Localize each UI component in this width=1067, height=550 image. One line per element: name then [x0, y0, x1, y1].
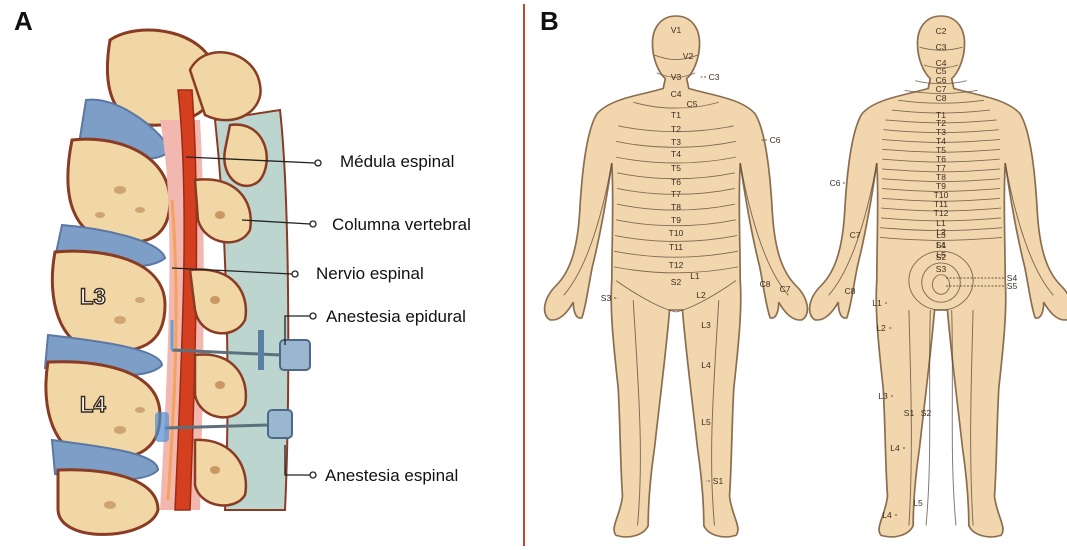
back-label-s1-35: S1	[904, 408, 915, 418]
front-label-t2-8: T2	[671, 124, 681, 134]
back-label-c6-29: C6	[830, 178, 841, 188]
vertebra-label-l4: L4	[80, 392, 106, 418]
body-front	[545, 16, 808, 537]
front-label-l2-20: L2	[696, 290, 706, 300]
back-label-l5-23: L5	[936, 250, 946, 260]
back-label-t9-15: T9	[936, 181, 946, 191]
front-label-s3-22: S3	[601, 293, 612, 303]
front-label-t3-9: T3	[671, 137, 681, 147]
back-label-t12-18: T12	[934, 208, 949, 218]
back-label-t4-10: T4	[936, 136, 946, 146]
vertebra-label-l3: L3	[80, 284, 106, 310]
back-label-l3-34: L3	[878, 391, 888, 401]
back-dermatome-labels: C2C3C4C5C6C7C8T1T2T3T4T5T6T7T8T9T10T11T1…	[830, 26, 1018, 520]
back-label-l4-37: L4	[890, 443, 900, 453]
panel-b-letter: B	[540, 6, 559, 37]
front-label-c6-6: C6	[770, 135, 781, 145]
front-label-l5-25: L5	[701, 417, 711, 427]
front-label-t8-14: T8	[671, 202, 681, 212]
front-label-c5-5: C5	[687, 99, 698, 109]
front-label-v2-1: V2	[683, 51, 694, 61]
back-label-c3-1: C3	[936, 42, 947, 52]
back-label-c5-3: C5	[936, 66, 947, 76]
back-label-s2-36: S2	[921, 408, 932, 418]
front-label-t1-7: T1	[671, 110, 681, 120]
front-label-l1-19: L1	[690, 271, 700, 281]
front-label-v1-0: V1	[671, 25, 682, 35]
back-label-l4-39: L4	[882, 510, 892, 520]
back-label-l5-38: L5	[913, 498, 923, 508]
label-medula-espinal: Médula espinal	[340, 152, 454, 172]
back-label-c6-4: C6	[936, 75, 947, 85]
front-label-s2-21: S2	[671, 277, 682, 287]
back-label-t7-13: T7	[936, 163, 946, 173]
back-label-c7-5: C7	[936, 84, 947, 94]
back-label-l1-32: L1	[872, 298, 882, 308]
front-label-t12-18: T12	[669, 260, 684, 270]
front-label-t11-17: T11	[669, 242, 683, 252]
back-label-l4-22: L4	[936, 240, 946, 250]
back-label-c2-0: C2	[936, 26, 947, 36]
front-label-c4-4: C4	[671, 89, 682, 99]
back-label-s2-25: S2	[936, 252, 947, 262]
back-label-c8-31: C8	[845, 286, 856, 296]
back-label-l2-33: L2	[876, 323, 886, 333]
back-label-t3-9: T3	[936, 127, 946, 137]
back-label-s5-28: S5	[1007, 281, 1018, 291]
front-label-t6-12: T6	[671, 177, 681, 187]
back-label-t1-7: T1	[936, 110, 946, 120]
back-label-t8-14: T8	[936, 172, 946, 182]
back-label-c8-6: C8	[936, 93, 947, 103]
back-label-t2-8: T2	[936, 118, 946, 128]
front-label-t4-10: T4	[671, 149, 681, 159]
label-columna-vertebral: Columna vertebral	[332, 215, 471, 235]
label-anestesia-espinal: Anestesia espinal	[325, 466, 458, 486]
front-label-l4-24: L4	[701, 360, 711, 370]
front-label-v3-2: V3	[671, 72, 682, 82]
back-label-c7-30: C7	[850, 230, 861, 240]
label-anestesia-epidural: Anestesia epidural	[326, 307, 466, 327]
front-label-c7-27: C7	[780, 284, 791, 294]
label-nervio-espinal: Nervio espinal	[316, 264, 424, 284]
front-label-t5-11: T5	[671, 163, 681, 173]
back-label-s1-24: S1	[936, 240, 947, 250]
vertebra-body-l3	[52, 251, 165, 351]
back-label-t11-17: T11	[934, 199, 948, 209]
back-label-t5-11: T5	[936, 145, 946, 155]
back-label-s4-27: S4	[1007, 273, 1018, 283]
panel-divider	[523, 4, 525, 546]
back-label-t6-12: T6	[936, 154, 946, 164]
back-label-l3-21: L3	[936, 230, 946, 240]
back-label-l2-20: L2	[936, 227, 946, 237]
front-label-c8-28: C8	[760, 279, 771, 289]
back-label-c4-2: C4	[936, 58, 947, 68]
back-label-l1-19: L1	[936, 218, 946, 228]
back-label-s3-26: S3	[936, 264, 947, 274]
front-label-t9-15: T9	[671, 215, 681, 225]
front-label-t10-16: T10	[669, 228, 684, 238]
front-label-c3-3: C3	[709, 72, 720, 82]
front-label-s1-26: S1	[713, 476, 724, 486]
front-label-l3-23: L3	[701, 320, 711, 330]
body-back	[810, 16, 1067, 537]
front-label-t7-13: T7	[671, 189, 681, 199]
back-label-t10-16: T10	[934, 190, 949, 200]
